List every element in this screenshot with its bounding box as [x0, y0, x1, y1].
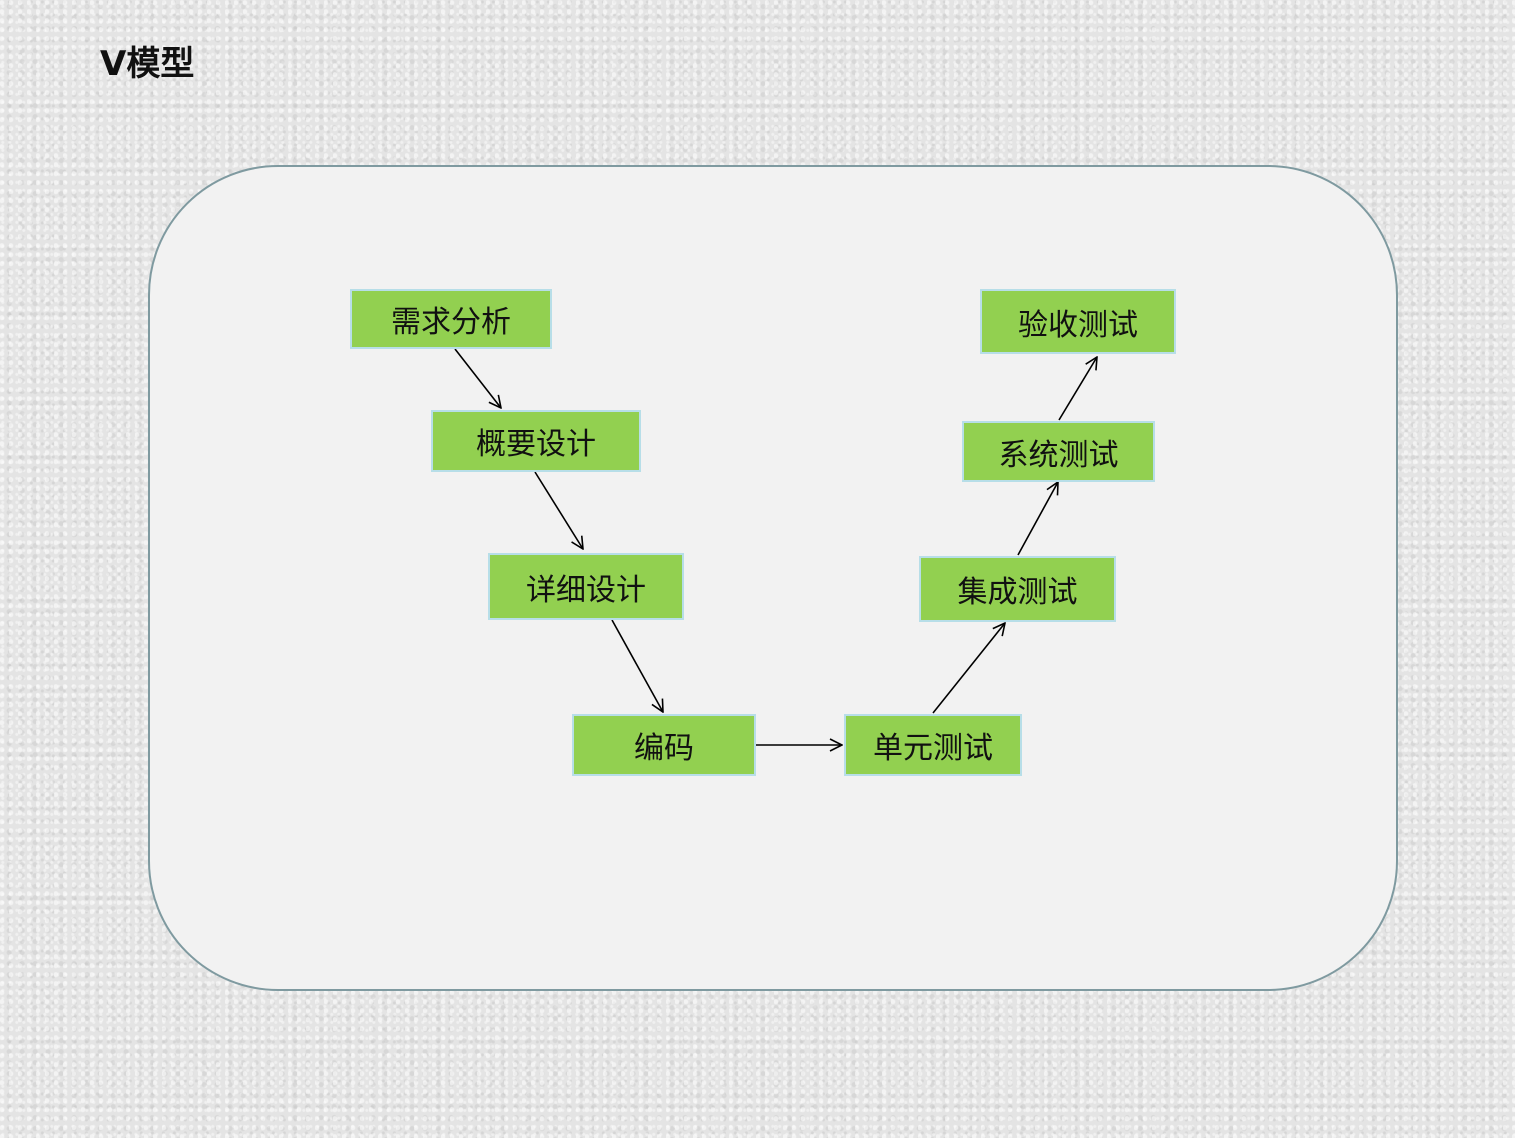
- diagram-panel: [148, 165, 1398, 991]
- step-unit-test: 单元测试: [844, 714, 1022, 776]
- step-system-test: 系统测试: [962, 421, 1155, 482]
- step-requirements-analysis: 需求分析: [350, 289, 552, 349]
- step-outline-design: 概要设计: [431, 410, 641, 472]
- slide-title: V模型: [100, 44, 195, 84]
- step-integration-test: 集成测试: [919, 556, 1116, 622]
- step-coding: 编码: [572, 714, 756, 776]
- step-acceptance-test: 验收测试: [980, 289, 1176, 354]
- step-detailed-design: 详细设计: [488, 553, 684, 620]
